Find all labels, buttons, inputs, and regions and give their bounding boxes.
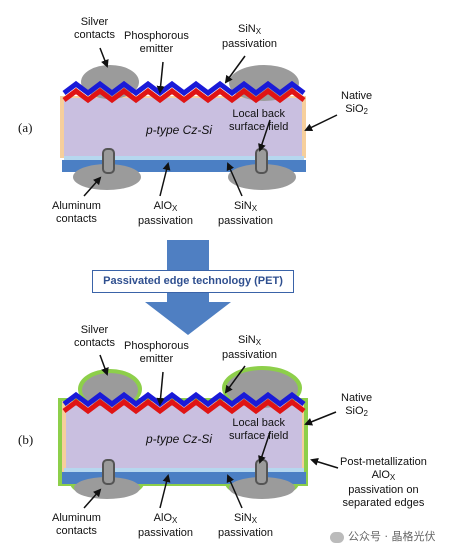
pet-label: Passivated edge technology (PET) (92, 270, 294, 293)
aluminum-plug-right (255, 148, 268, 174)
panel-a-arrows (83, 47, 338, 197)
native-sio2-label-b: Native SiO2 (341, 392, 373, 418)
panel-a-cell (60, 65, 306, 190)
post-metallization-label-b: Post-metallization AlOX passivation on s… (340, 456, 427, 509)
ptype-label-a: p-type Cz-Si (146, 123, 213, 137)
sinx-passivation-top-label-b: SiNX passivation (222, 334, 278, 361)
sinx-passivation-bottom-label-b: SiNX passivation (218, 512, 274, 539)
sinx-passivation-top-label-a: SiNX passivation (222, 23, 278, 50)
alox-back-layer (64, 156, 304, 160)
alox-passivation-label-a: AlOX passivation (138, 200, 194, 227)
silver-contact-right-b (226, 370, 298, 408)
alox-passivation-label-b: AlOX passivation (138, 512, 194, 539)
ptype-label-b: p-type Cz-Si (146, 432, 213, 446)
panel-b-cell (58, 366, 308, 499)
panel-b-tag: (b) (18, 432, 34, 447)
panel-b-arrows (83, 354, 339, 509)
wechat-icon (330, 531, 344, 543)
sinx-passivation-bottom-label-a: SiNX passivation (218, 200, 274, 227)
panel-a-tag: (a) (18, 120, 33, 135)
aluminum-contact-left (73, 164, 141, 190)
aluminum-contact-right (228, 164, 296, 190)
aluminum-plug-left (102, 148, 115, 174)
native-sio2-label-a: Native SiO2 (341, 90, 373, 116)
phosphorous-emitter-layer (62, 87, 306, 104)
watermark: 公众号 · 晶格光伏 (330, 528, 436, 544)
sinx-front-layer (62, 80, 306, 97)
